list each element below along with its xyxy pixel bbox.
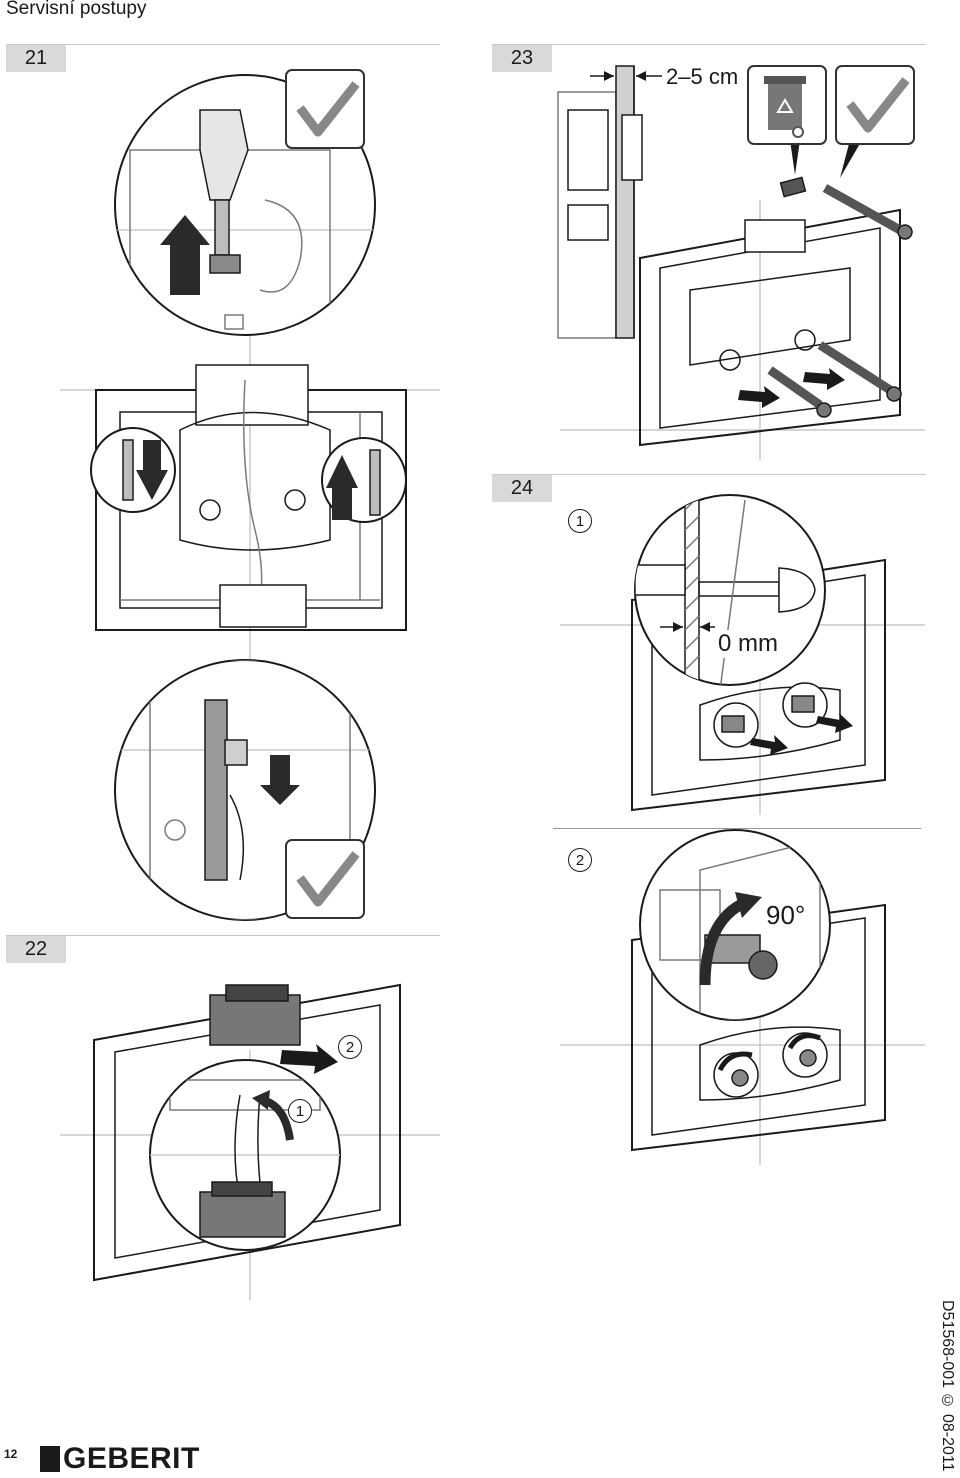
- arrow-down-icon: [136, 440, 168, 500]
- substep-rule: [553, 828, 921, 829]
- section-rule: [6, 935, 440, 936]
- step-24-badge: 24: [492, 474, 552, 502]
- document-reference: D51568-001 © 08-2011: [939, 1300, 956, 1472]
- brand-logo: GEBERIT: [40, 1442, 200, 1476]
- step-22-illustration: [60, 983, 440, 1300]
- page-title: Servisní postupy: [6, 0, 147, 19]
- section-rule: [492, 474, 926, 475]
- step-24-part-1-illustration: [560, 494, 925, 815]
- step-22-badge: 22: [6, 935, 66, 963]
- step-21-illustration: [60, 74, 440, 921]
- step-21-badge: 21: [6, 44, 66, 72]
- substep-1-marker: 1: [568, 509, 592, 533]
- step-24-part-2-illustration: [560, 829, 925, 1165]
- gap-dimension-label: 2–5 cm: [664, 64, 741, 90]
- check-icon: [285, 839, 365, 919]
- section-rule: [6, 44, 440, 45]
- rotation-label: 90°: [764, 900, 808, 931]
- brand-mark-icon: [40, 1446, 60, 1472]
- recycle-bin-icon: [747, 65, 827, 145]
- zero-gap-label: 0 mm: [716, 630, 780, 658]
- arrow-up-icon: [160, 215, 210, 295]
- arrow-up-icon: [326, 455, 358, 520]
- arrow-down-icon: [260, 755, 300, 805]
- check-icon: [285, 69, 365, 149]
- page-number: 12: [4, 1447, 18, 1461]
- callout-1-marker: 1: [288, 1099, 312, 1123]
- rotate-arrow-icon: [699, 900, 743, 986]
- step-23-illustration: [557, 65, 925, 460]
- substep-2-marker: 2: [568, 848, 592, 872]
- callout-2-marker: 2: [338, 1035, 362, 1059]
- step-23-badge: 23: [492, 44, 552, 72]
- brand-name: GEBERIT: [63, 1442, 200, 1475]
- check-icon: [835, 65, 915, 145]
- section-rule: [492, 44, 926, 45]
